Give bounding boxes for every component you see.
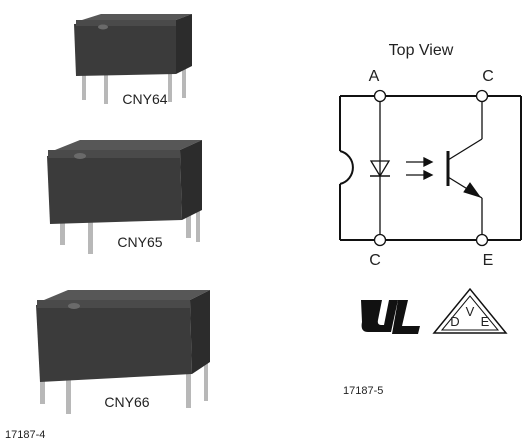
pin xyxy=(196,202,200,242)
pin1-dot xyxy=(74,153,86,159)
package-front xyxy=(47,150,182,224)
package-front xyxy=(36,300,192,382)
schematic-title: Top View xyxy=(389,42,454,59)
pin xyxy=(66,364,71,414)
schematic: Top View A C C E xyxy=(339,42,522,269)
emitter-arrow xyxy=(463,182,482,198)
vde-letter-d: D xyxy=(450,314,459,329)
package-label-cny64: CNY64 xyxy=(122,91,167,107)
package-cny66: CNY66 xyxy=(36,290,210,414)
package-front xyxy=(74,20,176,76)
pin xyxy=(186,200,191,238)
ul-logo-icon xyxy=(361,300,420,334)
terminal-cathode xyxy=(373,233,387,247)
pin xyxy=(88,210,93,254)
terminal-collector xyxy=(475,89,489,103)
terminal-anode xyxy=(373,89,387,103)
package-top xyxy=(55,140,202,150)
pin-label-emitter: E xyxy=(483,252,494,269)
pin xyxy=(168,66,172,102)
pin-label-collector: C xyxy=(482,68,494,85)
packages-figure-id: 17187-4 xyxy=(5,429,45,441)
package-top xyxy=(44,290,210,300)
package-ridge xyxy=(48,150,180,158)
vde-letter-e: E xyxy=(481,314,490,329)
pin xyxy=(104,70,108,104)
package-top xyxy=(82,14,192,20)
vde-letter-v: V xyxy=(466,304,475,319)
schematic-figure-id: 17187-5 xyxy=(343,385,383,397)
vde-logo-icon: D V E xyxy=(432,287,508,334)
transistor-collector-leg xyxy=(447,138,483,161)
notch xyxy=(339,150,354,185)
pin1-dot xyxy=(68,303,80,309)
package-side xyxy=(190,290,210,374)
pin-label-cathode: C xyxy=(369,252,381,269)
pin xyxy=(186,358,191,408)
pin xyxy=(204,355,208,401)
package-cny64: CNY64 xyxy=(74,14,192,107)
package-side xyxy=(176,14,192,74)
package-label-cny65: CNY65 xyxy=(117,234,162,250)
package-ridge xyxy=(76,20,176,26)
pin1-dot xyxy=(98,24,108,30)
pin xyxy=(60,205,65,245)
pin-label-anode: A xyxy=(369,68,380,85)
pin xyxy=(82,65,86,100)
pin xyxy=(40,360,45,404)
package-ridge xyxy=(37,300,190,308)
package-cny65: CNY65 xyxy=(47,140,202,254)
package-side xyxy=(180,140,202,220)
package-label-cny66: CNY66 xyxy=(104,394,149,410)
light-arrows xyxy=(406,156,434,181)
terminal-emitter xyxy=(475,233,489,247)
led-symbol xyxy=(369,160,391,178)
pin xyxy=(182,62,186,98)
